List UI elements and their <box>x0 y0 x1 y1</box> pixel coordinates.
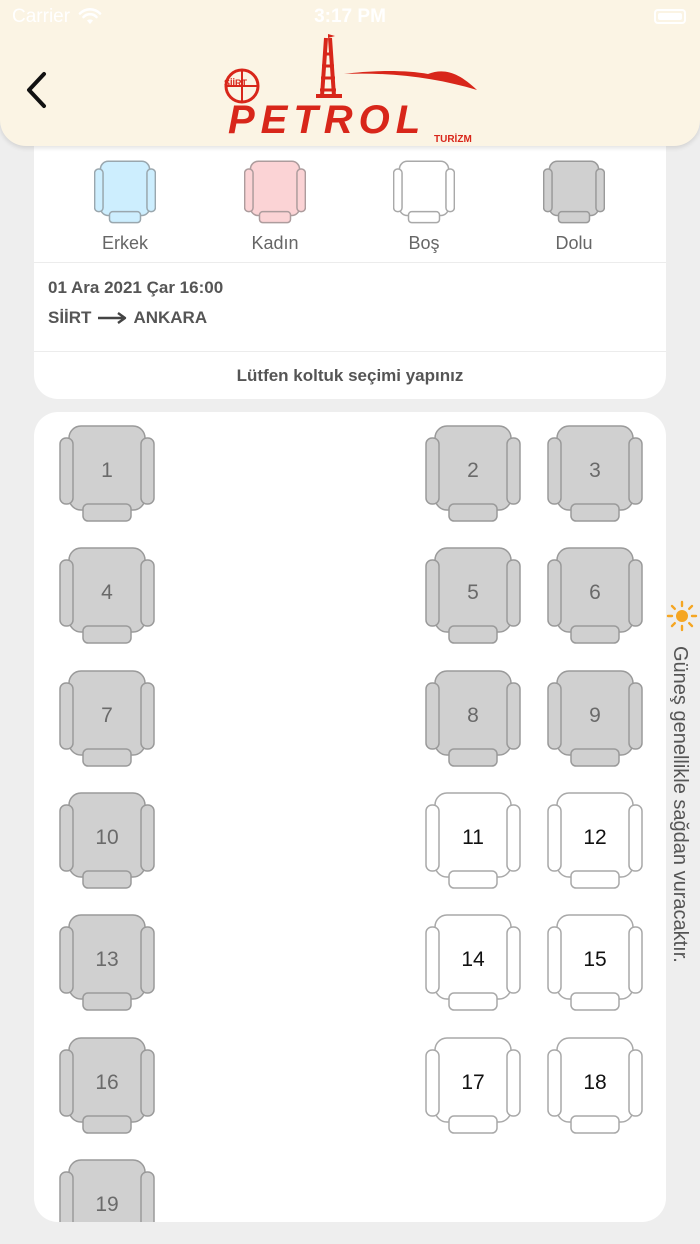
trip-info-card: Erkek Kadın Boş Dolu 01 Ara 2021 Çar 16:… <box>34 120 666 399</box>
seat-icon <box>547 669 643 767</box>
sun-icon <box>666 600 698 632</box>
seat-number: 6 <box>589 581 601 605</box>
seat-11[interactable]: 11 <box>425 791 521 891</box>
seat-4[interactable]: 4 <box>59 546 155 646</box>
seat-icon <box>59 425 155 522</box>
seat-number: 19 <box>95 1192 119 1216</box>
arrow-right-icon <box>98 312 127 324</box>
seat-icon <box>59 1036 155 1134</box>
seat-icon <box>59 1159 155 1222</box>
seat-number: 3 <box>589 459 601 482</box>
seat-icon <box>59 792 155 889</box>
seat-number: 9 <box>589 703 601 727</box>
logo-subtitle: TURİZM <box>434 134 472 145</box>
seat-16[interactable]: 16 <box>59 1036 155 1136</box>
legend-label: Erkek <box>101 233 148 253</box>
seat-number: 1 <box>101 459 113 482</box>
battery-icon <box>654 9 686 24</box>
logo-name: PETROL <box>228 98 427 142</box>
seat-number: 13 <box>95 948 119 972</box>
seat-number: 14 <box>461 948 485 972</box>
seat-icon <box>425 425 521 522</box>
seat-12[interactable]: 12 <box>547 791 643 891</box>
logo-badge: SİİRT <box>224 78 248 88</box>
seat-icon <box>547 792 643 889</box>
seat-icon <box>425 1036 521 1134</box>
status-left: Carrier <box>12 6 102 28</box>
legend-item-kadin: Kadın <box>215 160 335 254</box>
seat-icon <box>59 669 155 767</box>
seat-icon <box>547 547 643 645</box>
seat-number: 17 <box>461 1070 485 1094</box>
seat-number: 18 <box>583 1070 607 1094</box>
seat-icon <box>59 547 155 645</box>
trip-datetime: 01 Ara 2021 Çar 16:00 <box>48 278 224 297</box>
seat-number: 10 <box>95 825 119 849</box>
legend-label: Boş <box>408 233 440 253</box>
wifi-icon <box>78 8 102 24</box>
seat-icon <box>425 792 521 889</box>
route-destination: ANKARA <box>133 308 208 327</box>
legend-item-erkek: Erkek <box>65 160 185 254</box>
seat-number: 16 <box>95 1070 119 1094</box>
seat-number: 8 <box>467 703 479 727</box>
seat-icon <box>425 547 521 645</box>
seat-6[interactable]: 6 <box>547 546 643 646</box>
seat-icon <box>547 1036 643 1134</box>
seat-number: 4 <box>101 581 113 605</box>
seat-19[interactable]: 19 <box>59 1158 155 1222</box>
seat-18[interactable]: 18 <box>547 1036 643 1136</box>
seat-selection-prompt: Lütfen koltuk seçimi yapınız <box>236 366 464 385</box>
seat-icon <box>547 425 643 522</box>
divider <box>34 351 666 352</box>
seat-5[interactable]: 5 <box>425 546 521 646</box>
female-seat-icon <box>243 160 307 224</box>
seat-icon <box>425 914 521 1011</box>
brand-logo: SİİRT PETROL TURİZM <box>222 34 484 146</box>
seat-3[interactable]: 3 <box>547 424 643 524</box>
status-bar: Carrier 3:17 PM <box>0 0 700 36</box>
seat-icon <box>547 914 643 1011</box>
app-header: Carrier 3:17 PM SİİRT PETR <box>0 0 700 146</box>
legend-label: Dolu <box>555 233 593 253</box>
seat-10[interactable]: 10 <box>59 791 155 891</box>
sun-direction-note: Güneş genellikle sağdan vuracaktır. <box>664 598 700 1058</box>
legend-item-dolu: Dolu <box>514 160 634 254</box>
seat-number: 7 <box>101 703 113 727</box>
seat-map: 1 2 3 4 5 6 7 8 <box>34 412 666 1222</box>
seat-number: 2 <box>467 459 479 482</box>
male-seat-icon <box>93 160 157 224</box>
seat-legend: Erkek Kadın Boş Dolu <box>34 160 666 260</box>
carrier-label: Carrier <box>12 6 71 27</box>
divider <box>34 262 666 263</box>
sun-note-text: Güneş genellikle sağdan vuracaktır. <box>669 646 691 963</box>
seat-number: 11 <box>462 825 484 849</box>
legend-label: Kadın <box>251 233 299 253</box>
seat-7[interactable]: 7 <box>59 669 155 769</box>
oil-derrick-logo-icon <box>224 34 477 104</box>
empty-seat-icon <box>392 160 456 224</box>
seat-2[interactable]: 2 <box>425 424 521 524</box>
seat-13[interactable]: 13 <box>59 913 155 1013</box>
seat-icon <box>59 914 155 1011</box>
seat-icon <box>425 669 521 767</box>
seat-1[interactable]: 1 <box>59 424 155 524</box>
seat-number: 12 <box>583 825 607 849</box>
seat-14[interactable]: 14 <box>425 913 521 1013</box>
seat-9[interactable]: 9 <box>547 669 643 769</box>
seat-15[interactable]: 15 <box>547 913 643 1013</box>
back-button[interactable] <box>20 68 60 112</box>
chevron-left-icon <box>27 72 46 108</box>
legend-item-bos: Boş <box>364 160 484 254</box>
status-time: 3:17 PM <box>314 6 386 27</box>
trip-route: SİİRT ANKARA <box>48 308 207 328</box>
seat-17[interactable]: 17 <box>425 1036 521 1136</box>
seat-number: 15 <box>583 948 607 972</box>
full-seat-icon <box>542 160 606 224</box>
seat-number: 5 <box>467 581 479 605</box>
route-origin: SİİRT <box>48 308 92 327</box>
seat-8[interactable]: 8 <box>425 669 521 769</box>
